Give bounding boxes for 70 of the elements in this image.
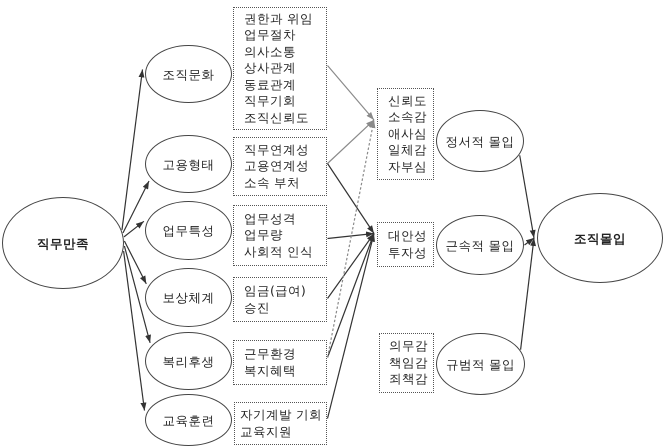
dotted-box [233, 7, 327, 130]
arrow [326, 233, 375, 419]
arrow [124, 220, 144, 238]
list-item: 소속감 [388, 109, 427, 126]
dotted-box [233, 340, 327, 385]
ellipse-node [145, 332, 232, 390]
arrow [327, 231, 374, 240]
list-item: 자부심 [388, 158, 427, 176]
list-item: 권한과 위임 [244, 10, 313, 28]
arrow [326, 120, 376, 358]
arrow [121, 69, 144, 230]
list-item: 의사소통 [244, 44, 296, 60]
arrow [122, 180, 150, 234]
ellipse-node [145, 394, 232, 446]
dotted-box [233, 137, 327, 196]
arrow [327, 163, 374, 234]
dotted-box [377, 222, 434, 267]
ellipse-label: 근속적 몰입 [446, 238, 514, 252]
ellipse-label: 고용형태 [162, 156, 214, 172]
list-item: 직무연계성 [244, 142, 309, 158]
list-item: 소속 부처 [244, 174, 300, 192]
list-item: 임금(급여) [244, 283, 306, 300]
list-item: 대안성 [388, 228, 427, 244]
list-item: 승진 [244, 300, 270, 316]
list-item: 업무성격 [244, 210, 296, 228]
list-item: 애사심 [388, 126, 427, 142]
list-item: 업무절차 [244, 27, 296, 44]
arrow [124, 240, 147, 284]
ellipse-node [436, 110, 524, 172]
arrow [326, 233, 375, 358]
list-item: 사회적 인식 [244, 244, 313, 260]
dotted-box [233, 277, 327, 322]
arrow [124, 246, 151, 344]
dotted-box [377, 88, 434, 180]
list-item: 일체감 [388, 142, 427, 159]
list-item: 자기계발 기회 [240, 407, 322, 424]
list-item: 조직신뢰도 [244, 110, 309, 126]
ellipse-label: 보상체계 [162, 290, 214, 305]
list-item: 직무기회 [244, 93, 296, 110]
list-item: 죄책감 [389, 371, 428, 388]
dotted-box [233, 205, 327, 266]
list-item: 복지혜택 [244, 362, 296, 379]
ellipse-label: 규범적 몰입 [446, 356, 515, 372]
list-item: 책임감 [389, 354, 428, 372]
list-item: 교육지원 [240, 424, 292, 440]
arrow [520, 238, 536, 350]
arrow [327, 233, 374, 299]
list-item: 업무량 [244, 227, 283, 244]
arrow [524, 238, 534, 246]
ellipse-label: 정서적 몰입 [446, 134, 514, 148]
dotted-box [379, 333, 434, 393]
arrow [327, 120, 374, 164]
ellipse-label: 복리후생 [162, 354, 214, 368]
list-item: 고용연계성 [244, 158, 309, 175]
list-item: 의무감 [389, 338, 428, 355]
arrow [519, 155, 536, 238]
dotted-box [234, 402, 327, 445]
ellipse-label: 직무만족 [37, 236, 89, 250]
ellipse-label: 조직문화 [162, 66, 214, 82]
list-item: 신뢰도 [388, 92, 427, 110]
list-item: 동료관계 [244, 76, 296, 94]
ellipse-label: 업무특성 [162, 223, 214, 238]
list-item: 투자성 [388, 244, 427, 261]
ellipse-label: 교육훈련 [162, 412, 214, 428]
list-item: 상사관계 [244, 60, 296, 77]
arrow [327, 65, 374, 120]
arrow [123, 251, 146, 411]
ellipse-label: 조직몰입 [574, 230, 626, 246]
ellipse-node [145, 268, 232, 327]
list-item: 근무환경 [244, 346, 296, 362]
